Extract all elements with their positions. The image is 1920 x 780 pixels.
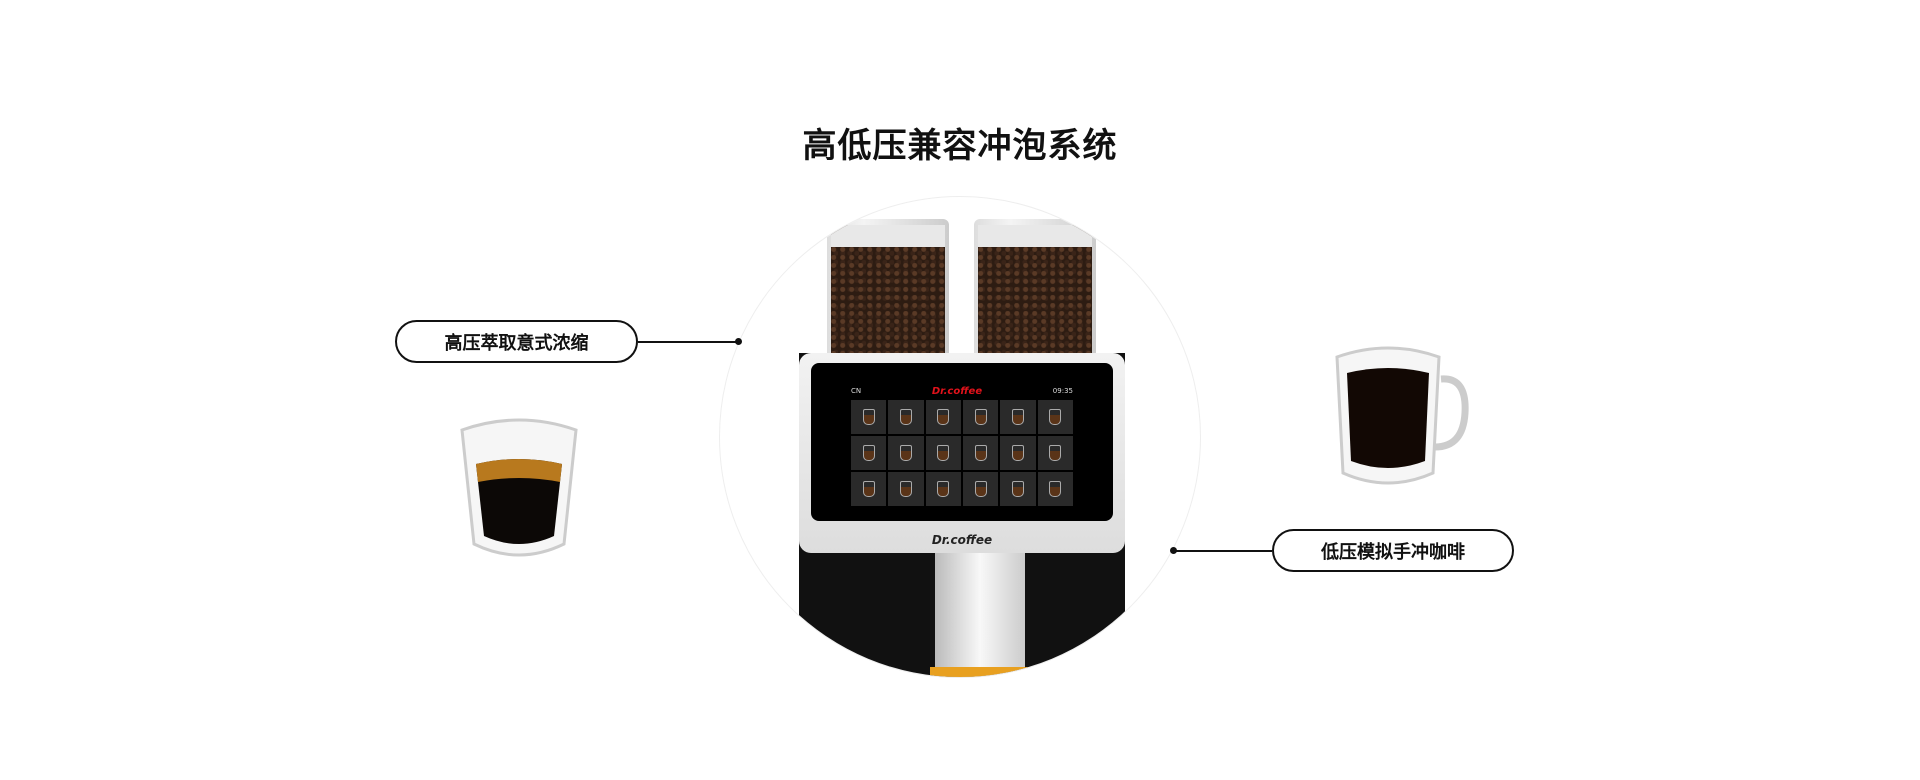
- cup-icon: [937, 481, 950, 497]
- cup-icon: [1049, 481, 1062, 497]
- cup-icon: [1011, 445, 1024, 461]
- drink-tile[interactable]: [1000, 400, 1036, 434]
- cup-icon: [937, 409, 950, 425]
- drink-tile[interactable]: [1037, 472, 1073, 506]
- cup-icon: [899, 445, 912, 461]
- cup-icon: [937, 445, 950, 461]
- connector-dot: [735, 338, 742, 345]
- screen-top-bar: CN Dr.coffee 09:35: [851, 385, 1073, 397]
- drink-tile[interactable]: [888, 400, 924, 434]
- drink-tile[interactable]: [962, 472, 999, 506]
- drink-tile[interactable]: [851, 472, 887, 506]
- connector-line: [638, 341, 738, 343]
- cup-icon: [899, 481, 912, 497]
- drink-tile[interactable]: [851, 436, 887, 470]
- feature-pill-high-pressure: 高压萃取意式浓缩: [395, 320, 638, 363]
- connector-line: [1174, 550, 1272, 552]
- bean-hopper-right: [974, 219, 1096, 355]
- drink-tile[interactable]: [1037, 436, 1073, 470]
- cup-icon: [974, 445, 987, 461]
- page-title: 高低压兼容冲泡系统: [802, 126, 1118, 166]
- drip-tray: [930, 667, 1030, 677]
- control-panel: CN Dr.coffee 09:35 Dr.coffee: [799, 353, 1125, 553]
- drink-tile[interactable]: [1000, 436, 1036, 470]
- drink-tile[interactable]: [851, 400, 887, 434]
- drink-tile[interactable]: [962, 400, 999, 434]
- drink-tile[interactable]: [925, 400, 961, 434]
- screen-logo: Dr.coffee: [931, 385, 983, 397]
- coffee-beans: [831, 225, 945, 355]
- machine-brand: Dr.coffee: [931, 533, 993, 547]
- bean-hopper-left: [827, 219, 949, 355]
- drink-tile[interactable]: [888, 436, 924, 470]
- cup-icon: [1011, 481, 1024, 497]
- coffee-beans: [978, 225, 1092, 355]
- drink-grid: [851, 400, 1073, 506]
- cup-icon: [1049, 409, 1062, 425]
- cup-icon: [1049, 445, 1062, 461]
- drink-tile[interactable]: [1000, 472, 1036, 506]
- cup-icon: [974, 481, 987, 497]
- touch-screen[interactable]: CN Dr.coffee 09:35: [811, 363, 1113, 521]
- spout: [935, 553, 1025, 677]
- coffee-mug-icon: [1335, 346, 1469, 485]
- cup-icon: [862, 409, 875, 425]
- drink-tile[interactable]: [888, 472, 924, 506]
- clock: 09:35: [1052, 387, 1073, 395]
- cup-icon: [974, 409, 987, 425]
- drink-tile[interactable]: [1037, 400, 1073, 434]
- cup-icon: [1011, 409, 1024, 425]
- drink-tile[interactable]: [925, 436, 961, 470]
- connector-dot: [1170, 547, 1177, 554]
- language-label[interactable]: CN: [851, 387, 862, 395]
- feature-pill-low-pressure: 低压模拟手冲咖啡: [1272, 529, 1514, 572]
- drink-tile[interactable]: [962, 436, 999, 470]
- drink-tile[interactable]: [925, 472, 961, 506]
- cup-icon: [899, 409, 912, 425]
- cup-icon: [862, 481, 875, 497]
- espresso-glass-icon: [460, 418, 578, 557]
- machine-illustration: CN Dr.coffee 09:35 Dr.coffee: [719, 196, 1201, 678]
- cup-icon: [862, 445, 875, 461]
